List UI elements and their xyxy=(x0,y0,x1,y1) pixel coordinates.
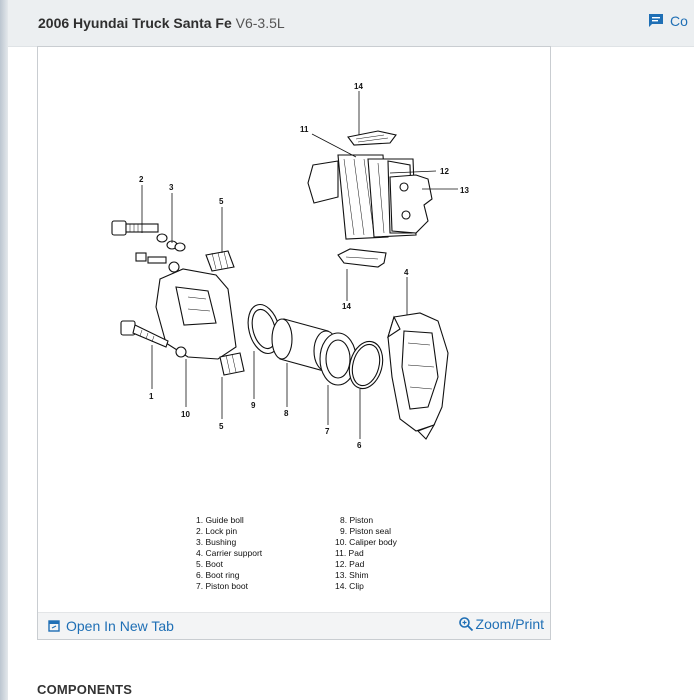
zoom-print-label: Zoom/Print xyxy=(475,616,544,632)
legend-item: 8. Piston xyxy=(340,515,373,525)
legend-item: 3. Bushing xyxy=(196,537,236,547)
callout-8: 8 xyxy=(284,409,289,418)
boot-ring-part xyxy=(348,340,384,390)
legend-item: 2. Lock pin xyxy=(196,526,237,536)
guide-bolt-part xyxy=(120,320,169,348)
callout-5-bottom: 5 xyxy=(219,422,224,431)
callout-9: 9 xyxy=(251,401,256,410)
callout-lines xyxy=(141,91,458,439)
callout-3: 3 xyxy=(169,183,174,192)
left-edge-strip xyxy=(0,0,8,700)
comment-icon xyxy=(649,14,663,27)
carrier-support-part xyxy=(387,312,449,440)
legend-item: 12. Pad xyxy=(335,559,365,569)
callout-10: 10 xyxy=(181,410,190,419)
callout-12: 12 xyxy=(440,167,449,176)
engine-label: V6-3.5L xyxy=(235,15,285,31)
section-heading: COMPONENTS xyxy=(37,682,133,697)
shim-part xyxy=(389,174,433,234)
clip-bottom-part xyxy=(337,248,387,268)
legend-item: 6. Boot ring xyxy=(196,570,240,580)
card-footer: Open In New Tab Zoom/Print xyxy=(38,612,550,639)
legend-item: 5. Boot xyxy=(196,559,224,569)
callout-1: 1 xyxy=(149,392,154,401)
callout-2: 2 xyxy=(139,175,144,184)
callout-13: 13 xyxy=(460,186,469,195)
legend-item: 1. Guide boll xyxy=(196,515,244,525)
callout-14-bottom: 14 xyxy=(342,302,351,311)
diagram-card: 14 11 12 13 2 3 5 4 14 1 10 5 9 8 7 6 1.… xyxy=(37,46,551,640)
zoom-icon xyxy=(458,617,473,632)
legend-item: 7. Piston boot xyxy=(196,581,249,591)
comment-label: Co xyxy=(670,13,688,29)
legend-item: 4. Carrier support xyxy=(196,548,263,558)
header-bar: 2006 Hyundai Truck Santa Fe V6-3.5L Co xyxy=(8,0,694,47)
legend-item: 11. Pad xyxy=(335,548,364,558)
legend-item: 13. Shim xyxy=(335,570,369,580)
piston-boot-part xyxy=(319,332,357,386)
caliper-body-part xyxy=(155,261,237,360)
callout-14-top: 14 xyxy=(354,82,363,91)
callout-numbers: 14 11 12 13 2 3 5 4 14 1 10 5 9 8 7 6 xyxy=(139,82,469,450)
callout-6: 6 xyxy=(357,441,362,450)
legend-left: 1. Guide boll 2. Lock pin 3. Bushing 4. … xyxy=(196,515,263,591)
vehicle-name: 2006 Hyundai Truck Santa Fe xyxy=(38,15,232,31)
page-title: 2006 Hyundai Truck Santa Fe V6-3.5L xyxy=(38,15,285,31)
open-in-new-tab-icon xyxy=(48,620,60,632)
open-in-new-tab-link[interactable]: Open In New Tab xyxy=(48,618,174,634)
boot-bottom-part xyxy=(219,352,245,376)
callout-5-top: 5 xyxy=(219,197,224,206)
legend-item: 14. Clip xyxy=(335,581,364,591)
clip-top-part xyxy=(347,130,397,146)
zoom-print-link[interactable]: Zoom/Print xyxy=(458,616,544,632)
lock-pin-part xyxy=(111,220,168,243)
bushing-part xyxy=(166,240,186,252)
boot-top-part xyxy=(205,250,235,272)
legend-right: 8. Piston 9. Piston seal 10. Caliper bod… xyxy=(335,515,398,591)
legend-item: 10. Caliper body xyxy=(335,537,398,547)
brake-caliper-diagram[interactable]: 14 11 12 13 2 3 5 4 14 1 10 5 9 8 7 6 1.… xyxy=(38,47,550,613)
callout-7: 7 xyxy=(325,427,330,436)
callout-11: 11 xyxy=(300,125,309,134)
comment-button[interactable]: Co xyxy=(648,13,688,29)
callout-4: 4 xyxy=(404,268,409,277)
legend-item: 9. Piston seal xyxy=(340,526,391,536)
open-in-new-tab-label: Open In New Tab xyxy=(66,618,174,634)
bleeder-part xyxy=(135,252,167,264)
